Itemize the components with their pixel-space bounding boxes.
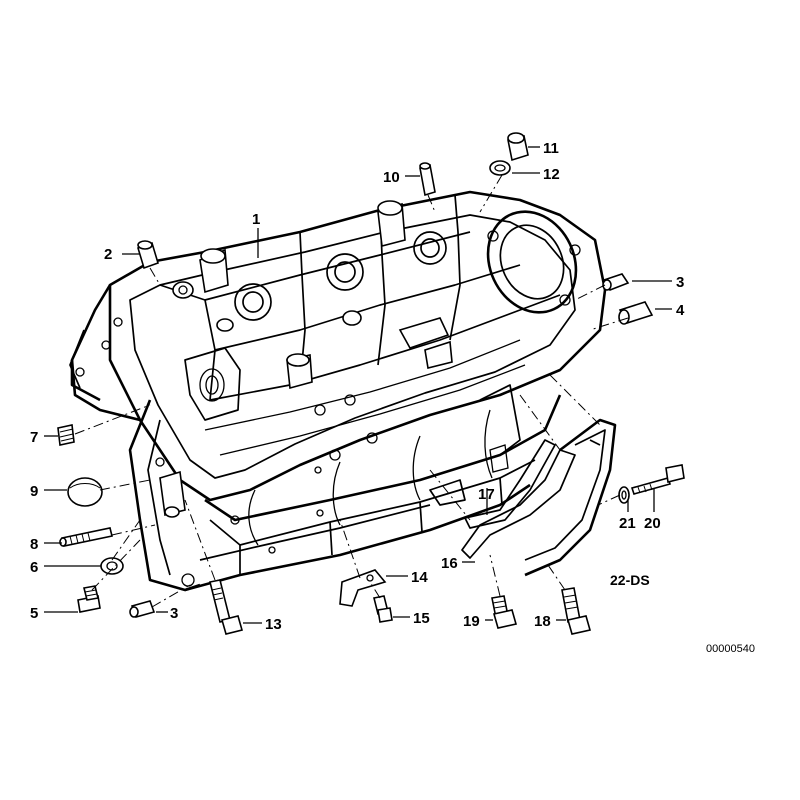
part-11-plug — [507, 132, 529, 162]
callout-18: 18 — [534, 613, 551, 630]
callout-1: 1 — [252, 211, 260, 228]
callout-11: 11 — [543, 140, 559, 157]
part-10-dowel — [419, 162, 436, 197]
callout-4: 4 — [676, 302, 685, 319]
part-20-bolt — [630, 464, 685, 495]
callout-13: 13 — [265, 616, 282, 633]
callouts: 1 2 3 3 4 5 6 7 8 9 10 11 12 13 14 15 16… — [30, 140, 685, 633]
part-14-bracket — [339, 569, 387, 607]
part-13-bolt — [209, 579, 243, 635]
engine-block — [69, 190, 607, 592]
callout-8: 8 — [30, 536, 38, 553]
callout-19: 19 — [463, 613, 480, 630]
callout-6: 6 — [30, 559, 38, 576]
part-19-bolt — [491, 595, 518, 629]
part-3-sleeve-lower — [129, 600, 156, 618]
callout-7: 7 — [30, 429, 38, 446]
callout-14: 14 — [411, 569, 428, 586]
leader-lines — [44, 146, 672, 624]
part-15-screw — [373, 595, 393, 623]
callout-21: 21 — [619, 515, 636, 532]
part-6-ring — [100, 557, 124, 575]
callout-17: 17 — [478, 486, 495, 503]
variant-tag: 22-DS — [610, 572, 650, 588]
callout-2: 2 — [104, 246, 112, 263]
callout-3-upper: 3 — [676, 274, 684, 291]
callout-15: 15 — [413, 610, 430, 627]
part-12-washer — [489, 160, 511, 176]
assembly-axes — [74, 174, 629, 608]
part-5-plug — [77, 585, 101, 613]
callout-10: 10 — [383, 169, 400, 186]
callout-5: 5 — [30, 605, 38, 622]
callout-3-lower: 3 — [170, 605, 178, 622]
part-8-stud — [59, 527, 113, 547]
part-2-dowel — [137, 240, 159, 270]
rear-cover — [524, 418, 617, 577]
part-18-bolt — [561, 587, 592, 635]
part-17-bracket — [464, 439, 556, 529]
part-9-cap — [67, 477, 103, 507]
drawing-code: 00000540 — [706, 643, 755, 655]
callout-12: 12 — [543, 166, 560, 183]
callout-16: 16 — [441, 555, 458, 572]
part-4-sleeve — [618, 301, 654, 325]
callout-20: 20 — [644, 515, 661, 532]
part-7-plug — [57, 424, 75, 446]
callout-9: 9 — [30, 483, 38, 500]
part-3-sleeve-upper — [602, 273, 630, 291]
